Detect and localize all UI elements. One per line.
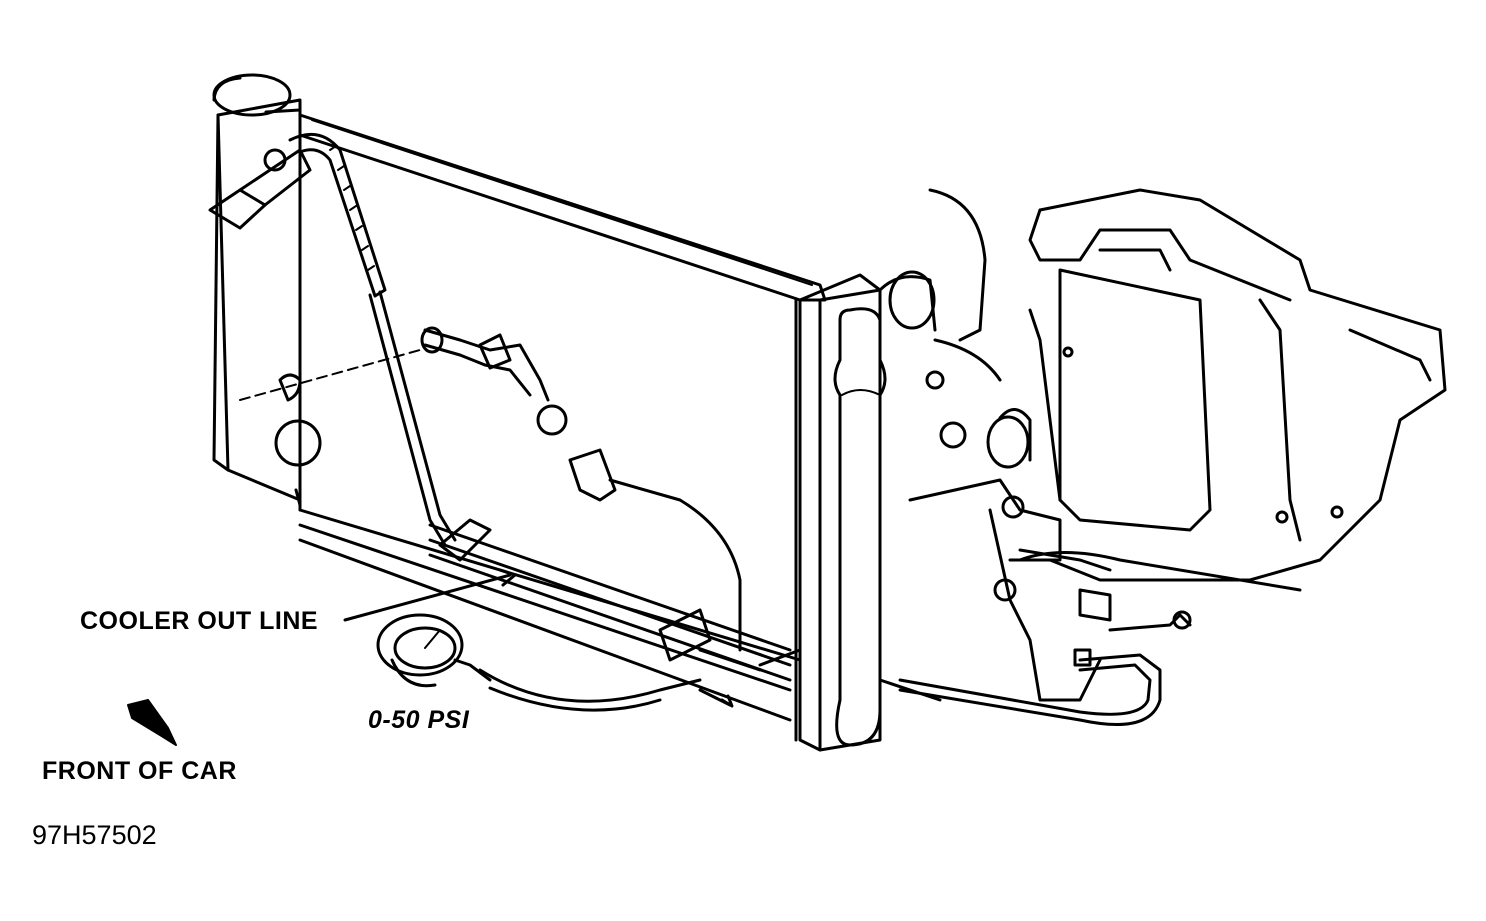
cooler-tube (368, 290, 457, 547)
gauge-range-label: 0-50 PSI (368, 706, 470, 734)
cooler-out-line-leader (343, 568, 517, 622)
cooler-out-line-label: COOLER OUT LINE (80, 607, 319, 635)
front-of-car-arrow (127, 699, 177, 746)
figure-id-label: 97H57502 (32, 820, 157, 850)
engine-assembly (878, 188, 1447, 582)
radiator-right-tank (798, 273, 887, 752)
radiator-left-tank (212, 73, 322, 507)
upper-hose-fitting (208, 132, 387, 298)
pressure-gauge (376, 613, 734, 712)
trans-cooler-lines (878, 408, 1302, 726)
front-of-car-label: FRONT OF CAR (42, 757, 237, 785)
cooler-out-lines (428, 518, 802, 682)
mid-fittings (239, 326, 742, 652)
